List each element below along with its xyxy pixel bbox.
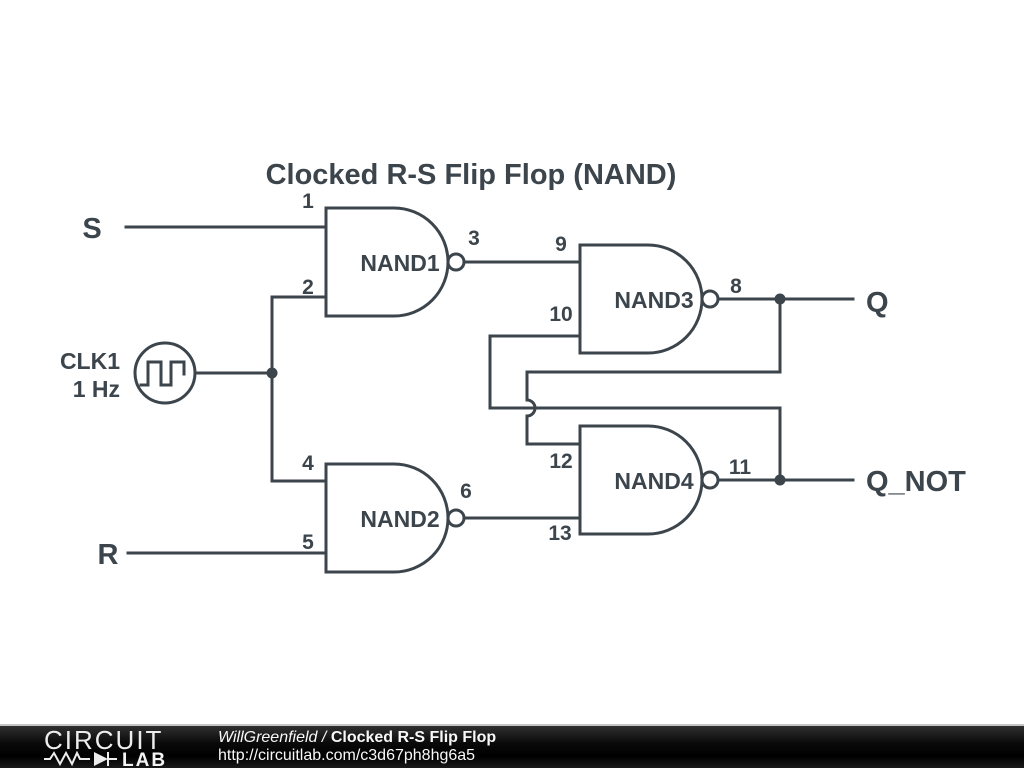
node-label-6: 6: [460, 480, 472, 503]
nand4-not-bubble-icon: [700, 470, 720, 490]
port-label-qnot: Q_NOT: [866, 466, 966, 498]
nand2-not-bubble-icon: [446, 508, 466, 528]
diode-icon: [94, 752, 108, 766]
footer-author: WillGreenfield: [218, 729, 318, 746]
node-label-2: 2: [302, 276, 314, 299]
logo-word-lab: LAB: [122, 750, 167, 768]
junction-dot-qnot: [774, 474, 786, 486]
port-label-s: S: [82, 213, 101, 245]
diode-cathode-icon: [107, 752, 117, 766]
clock-name-label: CLK1: [60, 348, 120, 374]
footer-url: http://circuitlab.com/c3d67ph8hg6a5: [218, 747, 476, 764]
logo-word-circuit: CIRCUIT: [44, 728, 163, 755]
nand4-gate-label: NAND4: [614, 468, 693, 494]
schematic-canvas: Clocked R-S Flip Flop (NAND) S R Q Q_NOT…: [60, 159, 966, 574]
port-label-r: R: [98, 539, 119, 571]
footer-text-block: WillGreenfield / Clocked R-S Flip Flop h…: [218, 729, 496, 765]
node-label-8: 8: [730, 275, 742, 298]
footer-project-title: Clocked R-S Flip Flop: [330, 729, 497, 746]
circuitlab-logo: CIRCUIT LAB: [44, 728, 167, 768]
footer-separator: /: [321, 729, 327, 746]
node-label-10: 10: [549, 303, 572, 326]
junction-dot-clock: [266, 367, 278, 379]
square-wave-icon: [139, 360, 186, 387]
footer-bar: CIRCUIT LAB WillGreenfield / Clocked R-S…: [0, 724, 1024, 768]
clock-frequency-label: 1 Hz: [73, 376, 120, 402]
wire-clock-branch: [270, 295, 328, 483]
schematic-title: Clocked R-S Flip Flop (NAND): [266, 159, 677, 191]
port-label-q: Q: [866, 287, 889, 319]
resistor-icon: [44, 750, 90, 767]
node-label-3: 3: [468, 227, 480, 250]
junction-dot-q: [774, 293, 786, 305]
node-label-12: 12: [549, 450, 572, 473]
nand2-gate-label: NAND2: [360, 506, 439, 532]
node-label-11: 11: [729, 456, 752, 479]
node-label-1: 1: [302, 190, 314, 213]
node-label-4: 4: [302, 452, 314, 475]
nand1-gate-label: NAND1: [360, 250, 439, 276]
nand1-not-bubble-icon: [446, 252, 466, 272]
wire-qnot-feedback: [488, 334, 782, 482]
nand3-not-bubble-icon: [700, 289, 720, 309]
node-label-9: 9: [555, 233, 567, 256]
footer-attribution: WillGreenfield / Clocked R-S Flip Flop: [218, 729, 496, 747]
node-label-5: 5: [302, 531, 314, 554]
clock-source-circle-icon: [133, 341, 197, 405]
node-label-13: 13: [548, 522, 571, 545]
nand3-gate-label: NAND3: [614, 287, 693, 313]
